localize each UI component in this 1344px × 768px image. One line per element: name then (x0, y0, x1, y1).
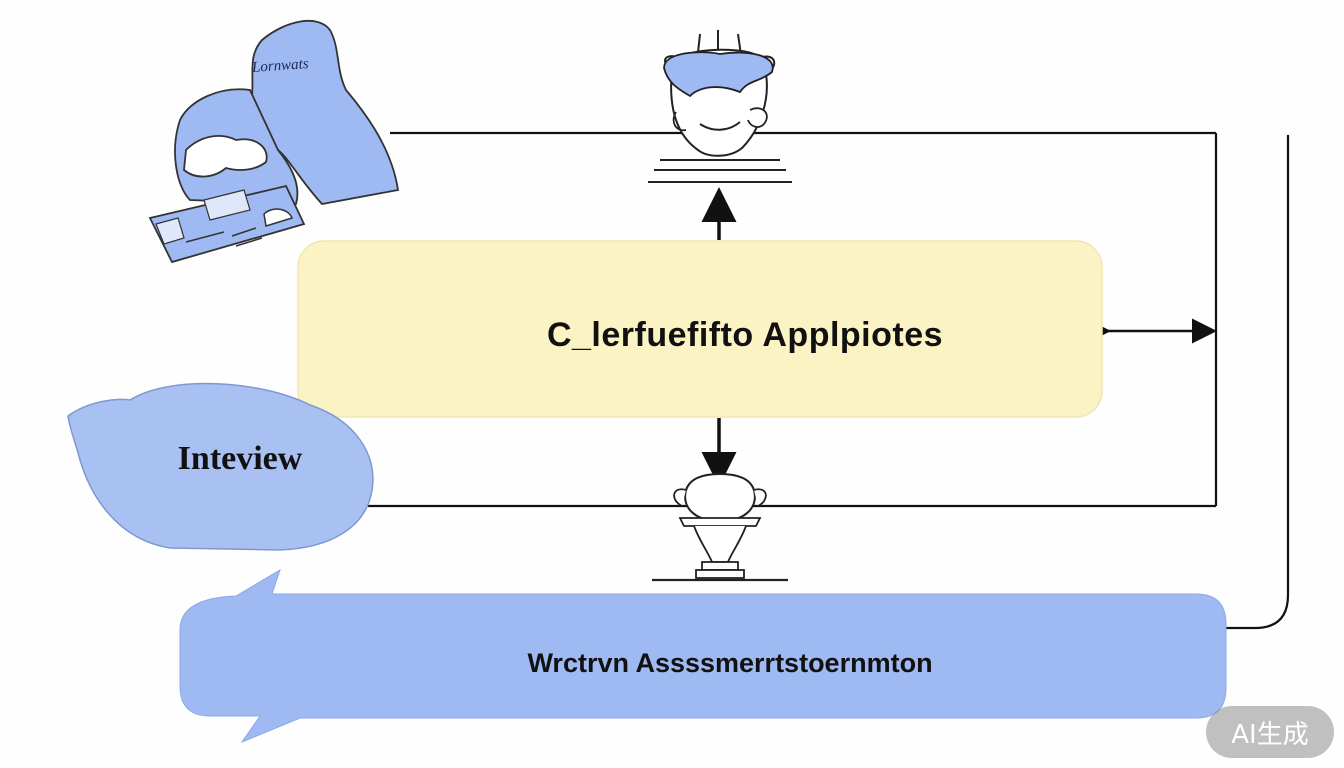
center-box-label: C_lerfuefifto Applpiotes (546, 315, 944, 354)
bottom-banner-label: Wrctrvn Assssmerrtstoernmton (527, 648, 933, 678)
documents-illustration (148, 19, 400, 264)
person-icon (648, 30, 792, 183)
interview-cloud (67, 382, 374, 551)
bottom-banner (179, 568, 1227, 744)
trophy-icon (652, 472, 788, 582)
center-box (297, 240, 1103, 418)
interview-label: Inteview (177, 440, 303, 477)
outer-loop-line (1226, 135, 1290, 630)
ai-generated-watermark: AI生成 (1206, 706, 1334, 758)
